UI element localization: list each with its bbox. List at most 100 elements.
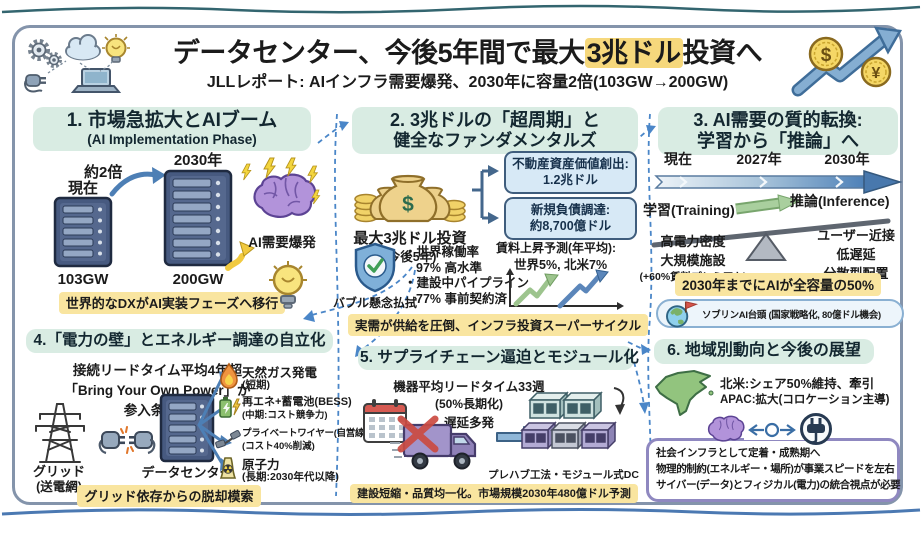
- server-rack-small-icon: [53, 196, 113, 268]
- s2-invest-sub: (今後5年): [383, 250, 437, 264]
- s4-highlight: グリッド依存からの脱却模索: [77, 485, 261, 507]
- s5-lead1: 機器平均リードタイム33週: [393, 380, 545, 394]
- section1-title: 1. 市場急拡大とAIブーム: [66, 110, 278, 131]
- s6-outlook3: サイバー(データ)とフィジカル(電力)の統合視点が必要: [656, 479, 901, 491]
- growth-arrow-coins-icon: $ ¥: [791, 26, 903, 97]
- s1-now-capacity: 103GW: [57, 271, 109, 288]
- section3-title-line2: 学習から「推論」へ: [697, 131, 859, 152]
- s6-na-line: 北米:シェア50%維持、牽引: [720, 377, 875, 391]
- s3-sovereign-label: ソブリンAI台頭 (国家戦略化, 80億ドル機会): [702, 309, 881, 321]
- s4-option2-name: 再エネ+蓄電池(BESS): [242, 396, 352, 408]
- s2-bullet2-value: 77% 事前契約済: [416, 291, 507, 306]
- s3-training-label: 学習(Training): [643, 202, 735, 218]
- rent-growth-chart-icon: [506, 268, 624, 310]
- s2-shield-label: バブル懸念払拭: [332, 296, 417, 310]
- s2-box2-label: 新規負債調達:: [530, 203, 611, 217]
- s2-bullet1-value: 97% 高水準: [416, 260, 482, 275]
- s2-box1-label: 不動産資産価値創出:: [512, 157, 629, 171]
- s4-grid-label1: グリッド: [32, 464, 85, 479]
- s5-lead: 機器平均リードタイム33週 (50%長期化) 遅延多発: [384, 376, 554, 431]
- flame-icon: [220, 362, 238, 389]
- s3-timeline-now: 現在: [664, 151, 692, 167]
- private-wire-icon: [215, 430, 241, 449]
- server-rack-large-icon: [163, 169, 233, 267]
- s3-left1: 高電力密度: [660, 234, 726, 249]
- s2-box2-value: 約8,700億ドル: [529, 219, 612, 234]
- section5-title: 5. サプライチェーン逼迫とモジュール化: [360, 349, 639, 366]
- s3-inference-label: 推論(Inference): [790, 193, 890, 209]
- s4-dc-label: データセンター: [141, 465, 233, 480]
- section3-title-line1: 3. AI需要の質的転換:: [693, 110, 863, 130]
- brain-plug-link-icon: [707, 413, 832, 445]
- battery-icon: [219, 397, 241, 418]
- s6-outlook-box: [646, 438, 900, 502]
- s3-highlight-wrap: 2030年までにAIが全容量の50%: [652, 273, 904, 296]
- page-title: データセンター、今後5年間で最大3兆ドル投資へ: [145, 31, 790, 70]
- svg-text:$: $: [821, 45, 832, 66]
- s6-outlook2: 物理的制約(エネルギー・場所)が事業スピードを左右: [656, 463, 895, 475]
- brain-icon: [241, 157, 321, 218]
- s5-lead3: 遅延多発: [443, 416, 494, 430]
- datacenter-icon: [159, 393, 215, 463]
- s3-right1: ユーザー近接: [817, 228, 895, 243]
- s6-outlook1: 社会インフラとして定着・成熟期へ: [656, 447, 821, 459]
- seesaw-icon: [651, 194, 891, 261]
- section3-header: 3. AI需要の質的転換: 学習から「推論」へ: [658, 107, 898, 156]
- s4-option3-name: プライベートワイヤー(自営線): [242, 428, 368, 439]
- s1-growth-arrow-icon: [109, 167, 166, 197]
- s1-now-label: 現在: [67, 180, 98, 197]
- svg-text:$: $: [402, 193, 414, 216]
- s4-lead1: 接続リードタイム平均4年超: [72, 363, 243, 378]
- s1-future-capacity: 200GW: [172, 271, 224, 288]
- s6-apac-line: APAC:拡大(コロケーション主導): [720, 394, 890, 406]
- section4-title: 4.「電力の壁」とエネルギー調達の自立化: [33, 332, 326, 349]
- s3-right2: 低遅延: [836, 247, 876, 262]
- globe-flag-icon: [666, 301, 699, 328]
- page-title-highlight: 3兆ドル: [584, 38, 683, 68]
- s4-grid-label2: (送電網): [36, 480, 82, 494]
- demand-bolt-arrow-icon: [225, 241, 255, 271]
- idea-bulb-icon: [269, 261, 307, 309]
- section2-title-line2: 健全なファンダメンタルズ: [393, 131, 597, 151]
- s1-future-label: 2030年: [173, 152, 223, 169]
- svg-text:¥: ¥: [872, 65, 881, 82]
- money-bags-icon: $ $ $: [354, 174, 466, 223]
- s1-highlight: 世界的なDXがAI実装フェーズへ移行: [58, 292, 286, 314]
- s1-growth-label: 約2倍: [84, 164, 123, 181]
- s2-bullets: ・世界稼働率 97% 高水準 ・建設中パイプライン 77% 事前契約済: [404, 245, 529, 307]
- page-subtitle: JLLレポート: AIインフラ需要爆発、2030年に容量2倍(103GW→200…: [206, 74, 729, 91]
- module-blocks-icon: [520, 387, 625, 450]
- section6-header: 6. 地域別動向と今後の展望: [654, 339, 874, 364]
- section5-header: 5. サプライチェーン逼迫とモジュール化: [358, 346, 639, 371]
- section2-title-line1: 2. 3兆ドルの「超周期」と: [389, 110, 601, 130]
- nuclear-icon: [219, 457, 237, 479]
- s2-invest-label: 最大3兆ドル投資: [353, 230, 467, 247]
- s2-highlight-wrap: 実需が供給を圧倒、インフラ投資スーパーサイクル: [348, 314, 649, 336]
- s5-module-label: プレハブ工法・モジュール式DC: [488, 469, 639, 481]
- s3-highlight: 2030年までにAIが全容量の50%: [674, 273, 882, 296]
- s2-chart-title: 賃料上昇予測(年平均):: [496, 241, 616, 255]
- s2-bullet2: ・建設中パイプライン: [404, 276, 530, 290]
- s4-option4-sub: (長期:2030年代以降): [242, 471, 339, 483]
- north-america-map-icon: [655, 370, 714, 416]
- s4-option2-sub: (中期:コスト競争力): [242, 410, 328, 421]
- section1-header: 1. 市場急拡大とAIブーム (AI Implementation Phase): [33, 107, 311, 152]
- section2-header: 2. 3兆ドルの「超周期」と 健全なファンダメンタルズ: [352, 107, 638, 155]
- s3-timeline-2027: 2027年: [736, 151, 782, 167]
- broken-plug-icon: [98, 426, 156, 455]
- s4-option4-name: 原子力: [242, 458, 280, 472]
- s4-highlight-wrap: グリッド依存からの脱却模索: [58, 485, 280, 507]
- s2-bullet1: ・世界稼働率: [404, 245, 480, 259]
- s2-box1-value: 1.2兆ドル: [543, 173, 598, 188]
- s3-left2: 大規模施設: [660, 253, 726, 268]
- section1-subtitle: (AI Implementation Phase): [87, 132, 257, 148]
- shield-check-icon: [354, 242, 396, 293]
- s5-highlight-wrap: 建設短縮・品質均一化。市場規模2030年480億ドル予測: [346, 484, 642, 503]
- s5-highlight: 建設短縮・品質均一化。市場規模2030年480億ドル予測: [350, 484, 638, 503]
- s4-option1-sub: (短期): [242, 379, 270, 391]
- s4-option1-name: 天然ガス発電: [242, 366, 318, 380]
- s2-highlight: 実需が供給を圧倒、インフラ投資スーパーサイクル: [348, 314, 649, 336]
- delay-x-icon: [397, 415, 439, 453]
- s5-lead2: (50%長期化): [434, 397, 503, 411]
- s2-value-box1: 不動産資産価値創出: 1.2兆ドル: [504, 151, 637, 194]
